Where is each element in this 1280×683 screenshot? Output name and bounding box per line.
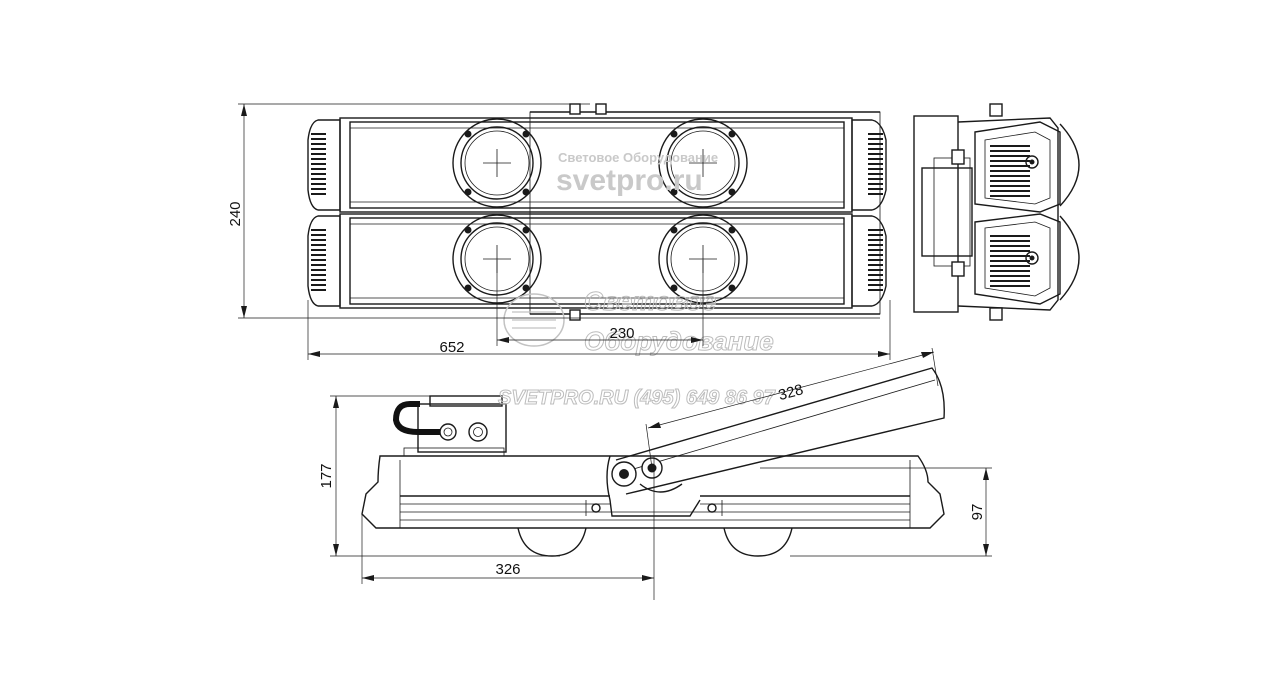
dimension-lines (238, 103, 992, 600)
dim-label-97: 97 (969, 504, 986, 521)
cooling-fins-right (868, 133, 883, 291)
dim-label-328: 328 (777, 381, 806, 404)
side-view (361, 367, 945, 557)
end-view (913, 103, 1080, 321)
watermark-top-large: svetpro.ru (556, 164, 703, 197)
dim-label-230: 230 (609, 325, 634, 342)
cooling-fins-left (311, 133, 326, 291)
watermark-mid-line1: Световое (584, 286, 716, 316)
top-view (307, 103, 887, 321)
lens-top-left (452, 118, 542, 208)
dim-label-177: 177 (318, 463, 335, 488)
lens-top-right (658, 118, 748, 208)
dim-label-326: 326 (495, 561, 520, 578)
watermark-mid-line2: Оборудование (584, 326, 774, 356)
watermark-logo (503, 293, 565, 347)
dimension-labels: 240 652 230 177 97 326 328 (227, 201, 986, 578)
end-view-fins (990, 145, 1030, 287)
watermark: Световое Оборудование svetpro.ru Светово… (498, 150, 777, 410)
dim-label-240: 240 (227, 201, 244, 226)
dim-label-652: 652 (439, 339, 464, 356)
lens-bottom-right (658, 214, 748, 304)
watermark-bottom-line: SVETPRO.RU (495) 649 86 97 (498, 387, 776, 409)
watermark-top-small: Световое Оборудование (558, 150, 718, 165)
